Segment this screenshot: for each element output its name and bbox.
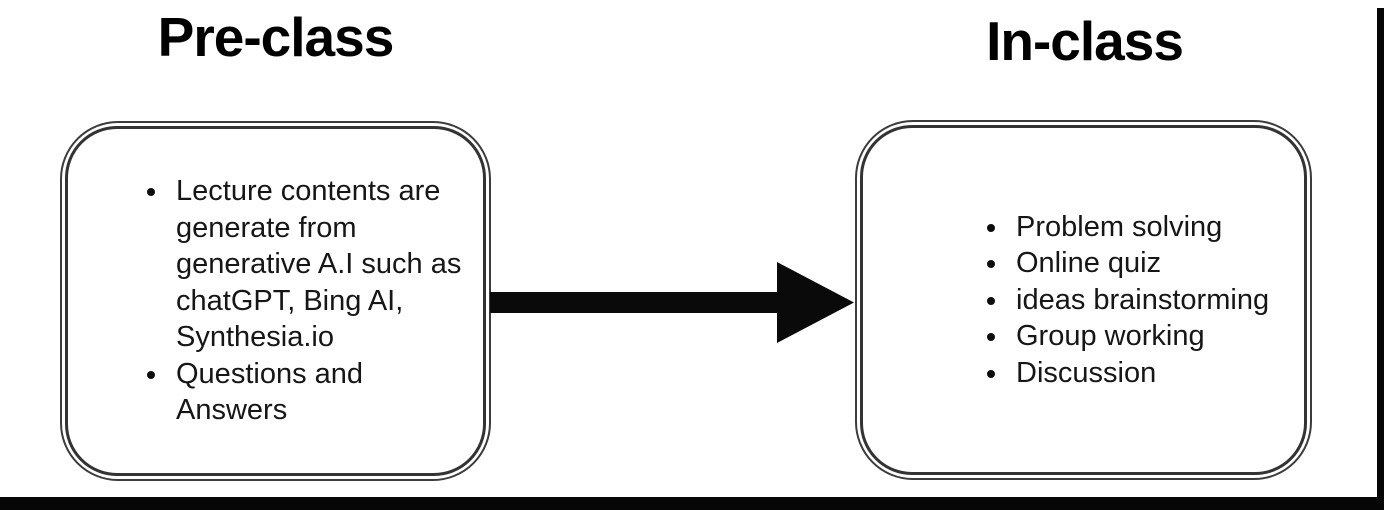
- pre-class-title: Pre-class: [157, 6, 395, 68]
- right-arrow-icon: [490, 262, 854, 343]
- in-class-title: In-class: [986, 10, 1184, 72]
- list-item: ideas brainstorming: [1010, 282, 1269, 319]
- list-item: Questions and Answers: [170, 356, 465, 429]
- bottom-edge-black-bar: [0, 497, 1384, 510]
- in-class-list: Problem solvingOnline quizideas brainsto…: [863, 209, 1279, 392]
- list-item: Online quiz: [1010, 245, 1269, 282]
- list-item: Group working: [1010, 318, 1269, 355]
- in-class-box: Problem solvingOnline quizideas brainsto…: [855, 120, 1312, 480]
- list-item: Problem solving: [1010, 209, 1269, 246]
- list-item: Discussion: [1010, 355, 1269, 392]
- right-edge-black-bar: [1377, 8, 1384, 510]
- in-class-box-inner-border: Problem solvingOnline quizideas brainsto…: [860, 125, 1307, 475]
